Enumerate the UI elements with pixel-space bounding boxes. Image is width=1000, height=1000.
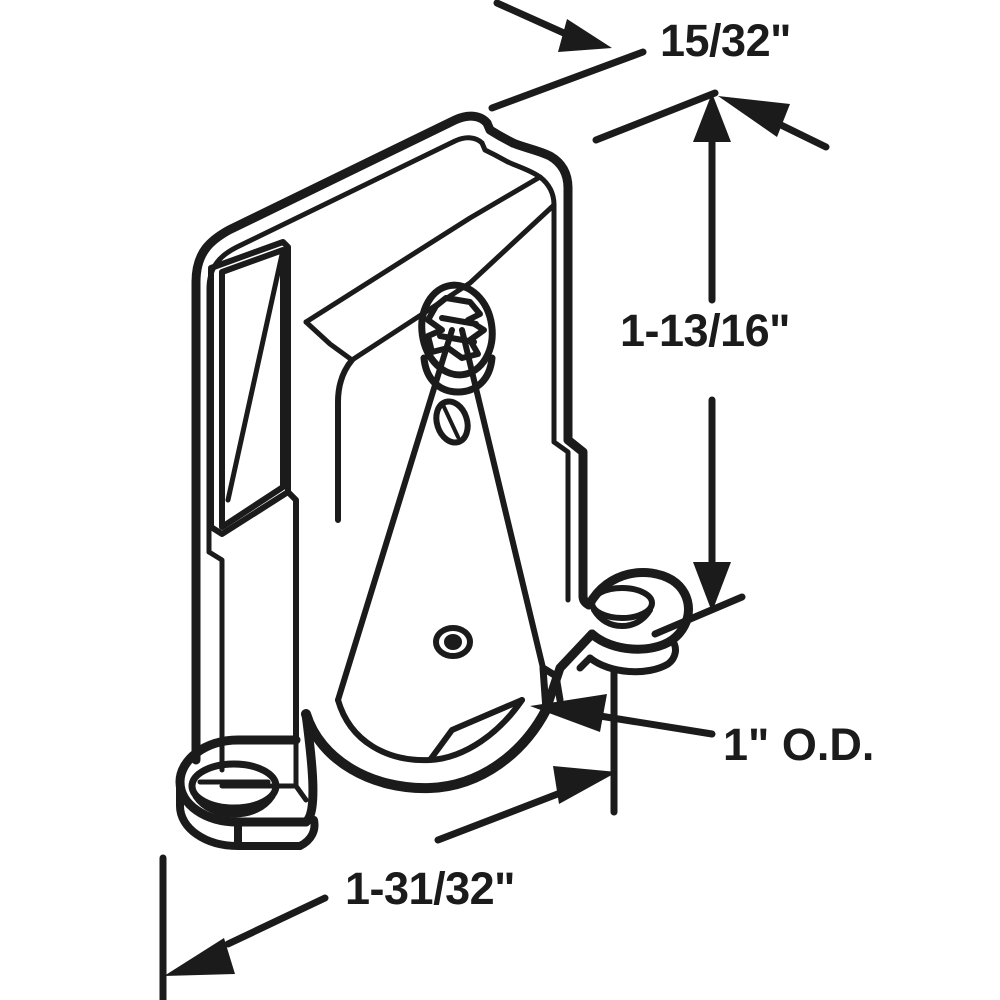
small-rivet-hole bbox=[433, 398, 471, 446]
dimension-1-31-32 bbox=[159, 766, 617, 1000]
base-plate-right bbox=[541, 567, 693, 715]
phillips-screw-head bbox=[418, 281, 496, 396]
dimension-label-wheel-diameter: 1" O.D. bbox=[723, 719, 875, 770]
dimension-1-od bbox=[530, 668, 716, 816]
dimension-1-13-16 bbox=[651, 93, 830, 638]
base-plate-right-thickness bbox=[576, 636, 679, 676]
front-face-left-edge bbox=[335, 357, 355, 523]
roller-wheel-inner-rim bbox=[335, 697, 525, 764]
dimension-label-height: 1-13/16" bbox=[620, 305, 790, 356]
roller-wheel bbox=[301, 705, 551, 794]
mounting-hole-left bbox=[188, 760, 280, 818]
front-face-inner-edge bbox=[551, 202, 571, 603]
dimension-label-depth: 15/32" bbox=[660, 15, 791, 66]
phillips-cross-slot bbox=[425, 295, 487, 361]
top-channel bbox=[191, 111, 573, 287]
left-flange-lower bbox=[285, 489, 299, 743]
base-plate-left-thickness bbox=[176, 778, 319, 850]
lower-pivot-hole bbox=[433, 625, 473, 659]
dimension-15-32-leaders bbox=[488, 0, 719, 144]
mounting-hole-right bbox=[589, 585, 655, 629]
dimension-label-length: 1-31/32" bbox=[345, 863, 515, 914]
base-plate-left-inner-edge bbox=[219, 737, 309, 803]
top-channel-face bbox=[303, 174, 557, 363]
front-face-plate bbox=[563, 183, 594, 610]
side-slot-cutout bbox=[208, 239, 291, 537]
